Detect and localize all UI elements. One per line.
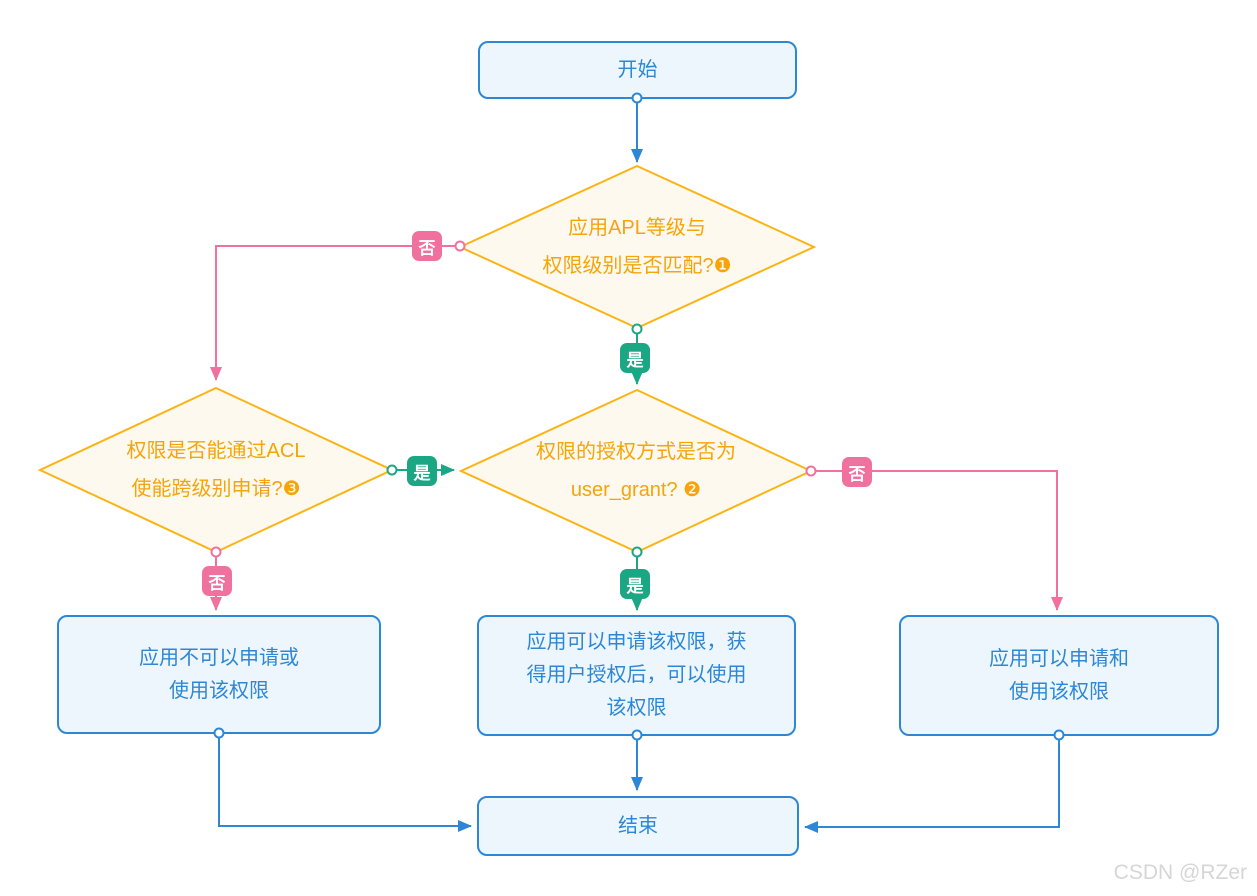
connector-dot-allow-bottom [1053,729,1065,741]
edge-label-acl-yes: 是 [407,456,437,486]
node-result-allow-shape [899,615,1219,736]
connector-dot-apl-left [454,240,466,252]
node-result-user-grant-shape [477,615,796,736]
edge-apl-no-to-acl [210,245,460,381]
watermark: CSDN @RZer [1113,861,1247,884]
node-decision-grant-shape [458,388,814,554]
edge-label-apl-yes: 是 [620,343,650,373]
node-decision-acl-shape [37,386,395,554]
edge-label-grant-no: 否 [842,457,872,487]
connector-dot-start-bottom [631,92,643,104]
edge-allow-to-end [804,735,1060,833]
edge-label-apl-no: 否 [412,231,442,261]
connector-dot-acl-right [386,464,398,476]
connector-dot-acl-bottom [210,546,222,558]
connector-dot-grant-bottom [631,546,643,558]
node-decision-apl-shape [457,164,817,330]
node-start-shape [478,41,797,99]
edge-label-acl-no: 否 [202,566,232,596]
edge-label-grant-yes: 是 [620,569,650,599]
node-end-shape [477,796,799,856]
connector-dot-user-bottom [631,729,643,741]
edge-deny-to-end [218,733,472,832]
connector-dot-deny-bottom [213,727,225,739]
connector-dot-apl-bottom [631,323,643,335]
edge-grant-no-to-allow [811,470,1063,611]
connector-dot-grant-right [805,465,817,477]
node-result-deny-shape [57,615,381,734]
